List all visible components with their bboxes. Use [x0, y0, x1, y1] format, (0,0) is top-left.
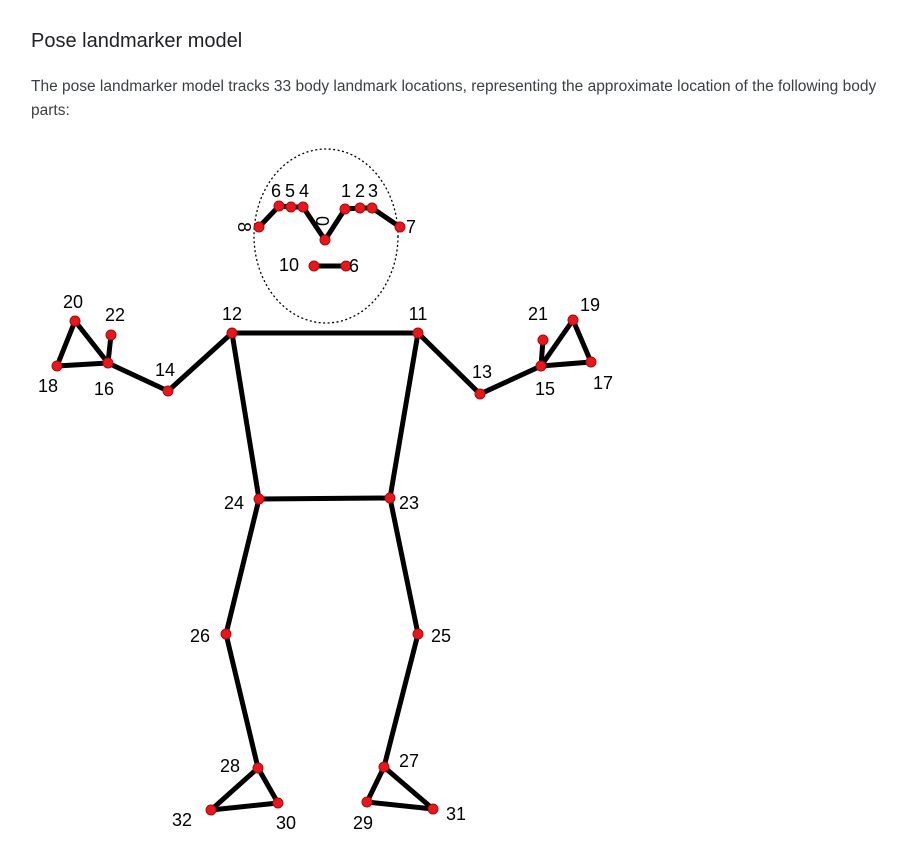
bone-23-24 [256, 495, 393, 502]
landmark-label-14: 14 [155, 360, 175, 380]
bone-16-18 [54, 360, 111, 369]
landmark-label-13: 13 [472, 362, 492, 382]
landmark-point-12 [226, 327, 238, 339]
landmark-point-30 [272, 797, 284, 809]
landmark-label-31: 31 [446, 804, 466, 824]
landmark-point-19 [567, 314, 579, 326]
landmark-point-32 [205, 804, 217, 816]
page-title: Pose landmarker model [31, 30, 243, 52]
landmark-label-17: 17 [593, 373, 613, 393]
landmark-label-24: 24 [224, 493, 244, 513]
landmark-point-23 [384, 492, 396, 504]
landmark-point-5 [285, 201, 297, 213]
landmark-label-8: 8 [234, 222, 254, 232]
landmark-label-25: 25 [431, 626, 451, 646]
landmark-point-28 [252, 762, 264, 774]
landmark-point-31 [427, 803, 439, 815]
landmark-point-22 [105, 329, 117, 341]
bone-27-29 [364, 764, 387, 805]
landmark-label-32: 32 [172, 810, 192, 830]
bone-29-31 [364, 799, 436, 812]
landmark-points [51, 200, 597, 816]
landmark-point-15 [535, 360, 547, 372]
landmark-point-8 [253, 221, 265, 233]
landmark-label-11: 11 [409, 304, 428, 324]
landmark-point-4 [297, 201, 309, 213]
landmark-label-2: 2 [355, 181, 365, 201]
landmark-label-20: 20 [63, 292, 83, 312]
landmark-point-0 [319, 234, 331, 246]
landmark-point-16 [102, 357, 114, 369]
bone-24-26 [223, 496, 262, 637]
landmark-label-6: 6 [271, 181, 281, 201]
bone-15-17 [538, 359, 594, 369]
landmark-label-18: 18 [38, 376, 58, 396]
landmark-point-25 [412, 628, 424, 640]
landmark-point-27 [378, 761, 390, 773]
landmark-point-26 [220, 628, 232, 640]
landmark-label-10: 10 [279, 255, 299, 275]
bone-30-32 [208, 800, 281, 813]
landmark-point-24 [253, 493, 265, 505]
landmark-point-1 [339, 203, 351, 215]
landmark-label-5: 5 [285, 181, 295, 201]
bone-12-14 [165, 330, 235, 394]
landmark-point-21 [537, 334, 549, 346]
skeleton-connections [54, 203, 594, 813]
landmark-point-9 [340, 260, 352, 272]
landmark-label-22: 22 [105, 305, 125, 325]
bone-26-28 [223, 631, 261, 771]
landmark-label-1: 1 [341, 181, 351, 201]
landmark-label-4: 4 [299, 181, 309, 201]
landmark-label-21: 21 [528, 304, 548, 324]
landmark-point-6 [273, 200, 285, 212]
bone-11-23 [387, 330, 421, 501]
bone-28-30 [255, 765, 281, 806]
page-description: The pose landmarker model tracks 33 body… [31, 78, 877, 119]
bone-13-15 [477, 363, 544, 397]
landmark-point-2 [354, 202, 366, 214]
landmark-point-7 [394, 221, 406, 233]
landmark-point-18 [51, 360, 63, 372]
landmark-label-26: 26 [190, 626, 210, 646]
landmark-point-10 [308, 260, 320, 272]
landmark-label-28: 28 [220, 756, 240, 776]
head-outline [253, 148, 399, 324]
landmark-label-0: 0 [312, 216, 332, 226]
landmark-point-29 [361, 796, 373, 808]
bone-0-4 [300, 204, 328, 243]
landmark-label-9: 9 [349, 255, 359, 275]
bone-11-13 [415, 330, 483, 397]
landmark-label-3: 3 [368, 181, 378, 201]
landmark-label-29: 29 [353, 813, 373, 833]
bone-18-20 [54, 318, 78, 369]
bone-27-31 [381, 764, 436, 812]
landmark-point-11 [412, 327, 424, 339]
landmark-point-14 [162, 385, 174, 397]
bone-28-32 [208, 765, 261, 813]
bone-16-20 [72, 318, 111, 366]
bone-3-7 [369, 205, 403, 230]
bone-17-19 [570, 317, 594, 365]
landmark-label-19: 19 [580, 295, 600, 315]
bone-14-16 [105, 360, 171, 394]
bone-23-25 [387, 495, 421, 637]
landmark-label-23: 23 [399, 493, 419, 513]
landmark-point-20 [69, 315, 81, 327]
landmark-label-30: 30 [276, 813, 296, 833]
landmark-label-7: 7 [406, 217, 416, 237]
bone-0-1 [322, 206, 348, 243]
bone-25-27 [381, 631, 421, 770]
landmark-label-15: 15 [535, 379, 555, 399]
landmark-label-16: 16 [94, 379, 114, 399]
landmark-point-13 [474, 388, 486, 400]
landmark-label-27: 27 [399, 751, 419, 771]
bone-15-19 [538, 317, 576, 369]
landmark-label-12: 12 [222, 304, 242, 324]
landmark-point-3 [366, 202, 378, 214]
landmark-point-17 [585, 356, 597, 368]
bone-12-24 [229, 330, 262, 502]
